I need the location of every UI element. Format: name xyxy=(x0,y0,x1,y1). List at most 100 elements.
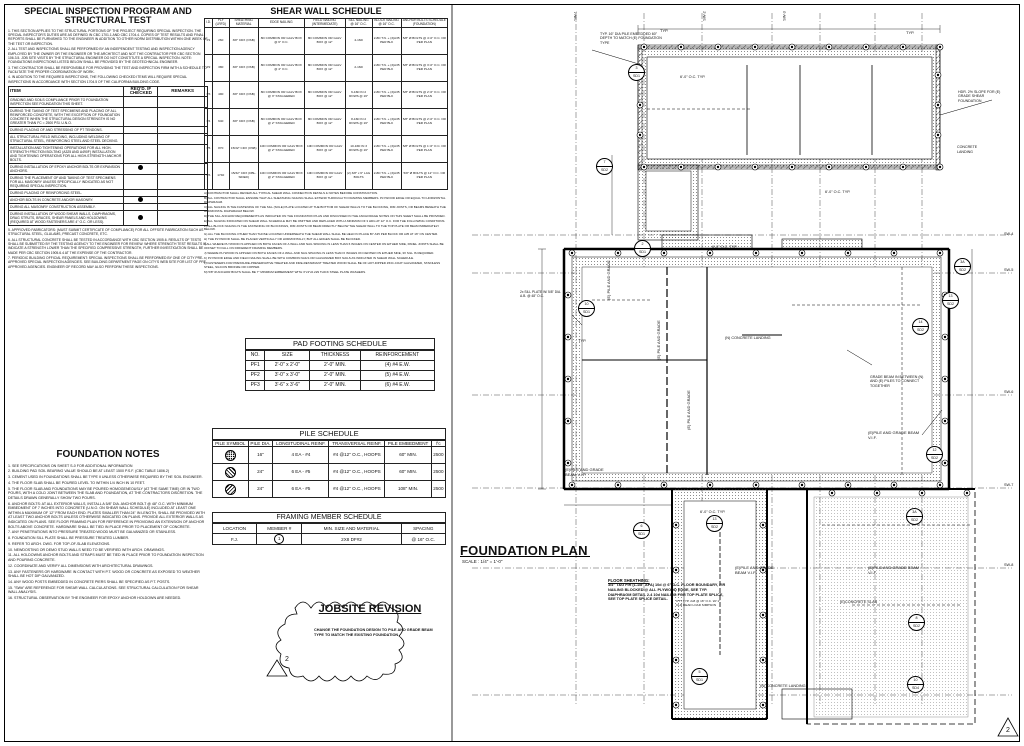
leaders xyxy=(571,49,993,436)
pad_footing-cell: 2'-0" MIN. xyxy=(309,379,361,391)
note-typical-pile: TYP. 16" DIA PILE EMBEDDED 60" DEPTH TO … xyxy=(600,32,662,45)
callout-number: 6 xyxy=(634,523,649,531)
pile-marker-center xyxy=(938,45,942,49)
plan-title-underline xyxy=(460,556,590,557)
foundation-note: 2. BUILDING PAD SOIL BEARING VALUE SHOUL… xyxy=(8,469,170,474)
inspection-row: ANCHOR BOLTS IN CONCRETE AND/OR MASONRY. xyxy=(7,195,208,204)
pile-cell: 60" MIN. xyxy=(384,463,432,482)
shear-wall-tag: SW-1 xyxy=(573,11,578,21)
si-note: 1. THIS SECTION APPLIES TO THE STRUCTURA… xyxy=(8,28,208,46)
foundation-notes-list: 1. SEE SPECIFICATIONS ON SHEET S-0 FOR A… xyxy=(8,464,208,601)
shear_wall-cell: P5 xyxy=(204,135,213,164)
dim-label: 6'-0" O.C. TYP. xyxy=(712,245,738,249)
pile-marker-center xyxy=(674,703,678,707)
shear_wall-cell: 1740 xyxy=(211,162,230,191)
inspection-row: ALL STRUCTURAL FIELD WELDING, INCLUDING … xyxy=(7,132,208,145)
pile-marker-center xyxy=(642,165,646,169)
shear-wall-notes: A) CONTRACTOR SHALL REVIEW ALL TYPICAL S… xyxy=(204,191,448,275)
pile-marker-center xyxy=(936,103,940,107)
pile-marker-center xyxy=(679,165,683,169)
callout-sheet: SD2 xyxy=(911,518,918,522)
foundation-note: 14. ANY WOOD POSTS EMBEDDED IN CONCRETE … xyxy=(8,580,171,584)
callout-number: 10 xyxy=(908,677,923,685)
framing-title: FRAMING MEMBER SCHEDULE xyxy=(212,512,446,524)
pile-marker-center xyxy=(936,73,940,77)
callout-sheet: SD1 xyxy=(639,250,646,254)
callout-sheet: SD1 xyxy=(638,532,645,536)
shear_wall-header: PLF (LRFD) xyxy=(211,18,230,29)
label-concrete-landing: (N) CONCRETE LANDING xyxy=(725,336,771,340)
vertical-label-pile-1: (E) PILE AND GRADE xyxy=(606,260,611,300)
shear_wall-cell: (2) 3/8" x 6" LAG BOLTS xyxy=(344,162,373,191)
inspection-item: ALL STRUCTURAL FIELD WELDING, INCLUDING … xyxy=(7,132,125,145)
pile-cell: 2500 xyxy=(430,463,447,482)
pile-marker-center xyxy=(830,491,834,495)
pad_footing-cell: (5) #4 E.W. xyxy=(359,369,436,381)
foundation-note: 12. COORDINATE AND VERIFY ALL DIMENSIONS… xyxy=(8,563,154,568)
shear_wall-cell: 2-8D T.N. + (3)A35 PER BLK xyxy=(371,162,402,191)
pile-header: PILE SYMBOL xyxy=(212,439,249,448)
checked-dot-icon xyxy=(138,196,144,202)
shear-wall-note: G) ALL THE BLOCKING OTHER THAN THOSE LOC… xyxy=(204,232,439,237)
pad_footing-header: SIZE xyxy=(264,349,311,361)
shear_wall-cell: 3/8" CDX (OSB) xyxy=(228,108,259,137)
si-note: 4. IN ADDITION TO THE REQUIRED INSPECTIO… xyxy=(8,75,188,84)
framing-cell: 2X8 DF#2 xyxy=(301,533,402,546)
special-inspection-section: SPECIAL INSPECTION PROGRAM AND STRUCTURA… xyxy=(7,6,208,270)
shear_wall-cell: 5/8" Ø BOLTS @ 1'-6" O.C. OR PER PLAN xyxy=(400,135,449,164)
pile-marker-center xyxy=(570,483,574,487)
inspection-row: DURING PLACING OF AND STRESSING OF PT TE… xyxy=(7,125,208,134)
note-concrete-pad: CONCRETE LANDING xyxy=(957,145,978,155)
callout-number: 3A xyxy=(955,259,970,267)
shear_wall-header: SHEATHING MATERIAL xyxy=(228,18,259,29)
inspection-row: DURING THE PLACEMENT OF AND TAKING OF TE… xyxy=(7,173,208,190)
foundation-note: 16. STRUCTURAL OBSERVATION BY THE ENGINE… xyxy=(8,596,182,601)
shear_wall-cell: 640 xyxy=(211,108,230,137)
shear_wall-cell: 3/8" CDX (OSB) xyxy=(228,27,259,56)
typ-label: TYP. xyxy=(660,28,669,33)
callout-sheet: SD2 xyxy=(711,525,718,529)
shear_wall-header: ANCHOR BOLTS SCHEDULE (FOUNDATION) xyxy=(400,18,449,29)
callout-sheet: SD2 xyxy=(959,268,966,272)
pile-marker-center xyxy=(790,165,794,169)
shear_wall-cell: 490 xyxy=(211,81,230,110)
inspection-remarks xyxy=(157,188,208,197)
label-pile-beam-4: (E)PILE AND GRADE BEAM V.I.F. xyxy=(868,565,920,575)
inspection-remarks xyxy=(157,132,208,145)
inspection-item: INSTALLATION AND TIGHTENING OPERATIONS F… xyxy=(7,143,125,164)
pad_footing-cell: 3'-6" x 3'-6" xyxy=(264,379,311,391)
callout-number: 10 xyxy=(579,301,594,309)
shear-wall-tag: SW-3 xyxy=(782,11,787,21)
pad_footing-cell: (4) #4 E.W. xyxy=(359,359,436,371)
pile-header: LONGITUDINAL REINF. xyxy=(272,439,330,448)
pad_footing-cell: 2'-0" MIN. xyxy=(309,369,361,381)
shear_wall-cell: 5/8" Ø BOLTS @ 2'-6" O.C. OR PER PLAN xyxy=(400,81,449,110)
si-footnote: 5. APPROVED FABRICATORS: (MUST SUBMIT CE… xyxy=(8,227,204,237)
inspection-row: DURING THE TAKING OF TEST SPECIMENS AND … xyxy=(7,106,208,127)
shear_wall-cell: P6 xyxy=(204,162,213,191)
shear_wall-cell: 8D COMMON OR GALV BOX @ 2" STAGGERED xyxy=(257,108,305,137)
shear-wall-note: B) ALL CONTRACTOR SHALL ENSURE THAT ALL … xyxy=(204,196,446,204)
pile-marker-center xyxy=(864,45,868,49)
inspection-table: ITEM REQ'D. IF CHECKED REMARKS GRADING A… xyxy=(7,86,208,226)
vertical-label-pile-2: (E) PILE AND GRADE xyxy=(656,320,661,360)
note-hdr: HDR. 2% SLOPE FOR (E) GRADE SHEAR FOUNDA… xyxy=(958,90,1001,103)
shear_wall-cell: 3/8" CDX (OSB) xyxy=(228,54,259,83)
pile-marker-center xyxy=(761,523,765,527)
framing-cell: F.J. xyxy=(211,533,258,546)
pile-marker-center xyxy=(875,491,879,495)
label-concrete-slab: (E)CONCRETE SLAB xyxy=(840,600,878,604)
shear-wall-note: E) ALL NAILING INDICATED ON SHEAR WALL S… xyxy=(204,218,446,223)
inspection-remarks xyxy=(157,202,208,211)
floor-sheathing-text: 3/4" T&G FIR (1-1/8" APA) 10d @ 6" O.C. … xyxy=(608,583,726,602)
